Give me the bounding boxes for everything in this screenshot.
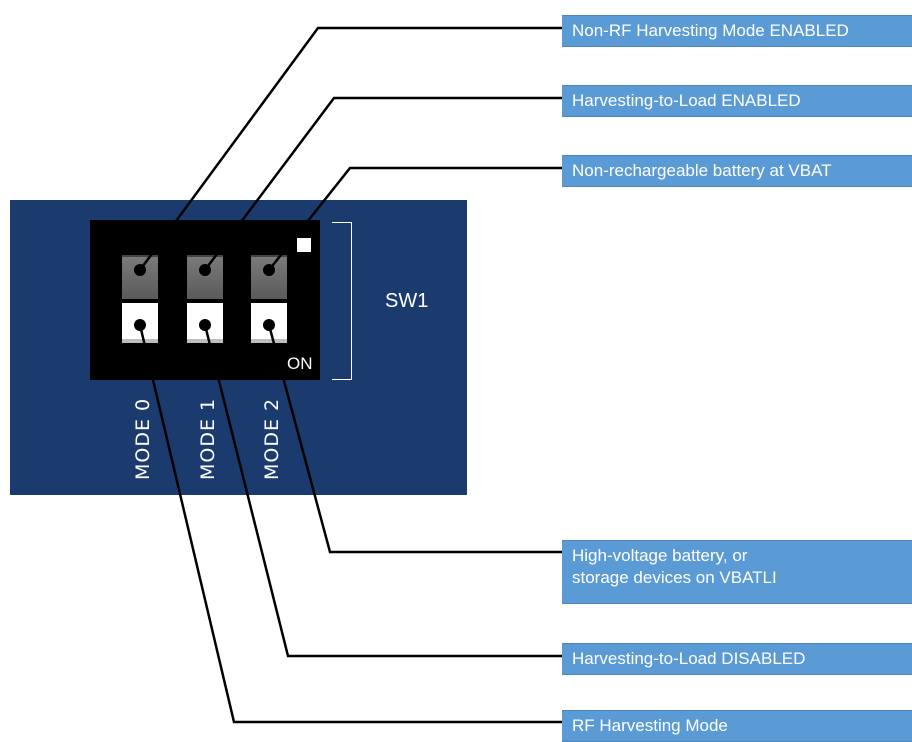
- callout-mode0-on: RF Harvesting Mode: [562, 710, 912, 742]
- dot-mode2-top: [263, 264, 275, 276]
- callout-mode2-on: High-voltage battery, or storage devices…: [562, 540, 912, 604]
- callout-mode2-on-line2: storage devices on VBATLI: [572, 568, 777, 587]
- dot-mode0-bottom: [134, 319, 146, 331]
- leader-mode2-on: [267, 324, 562, 554]
- callout-mode1-on: Harvesting-to-Load DISABLED: [562, 643, 912, 675]
- leader-mode1-off: [204, 96, 562, 271]
- sw1-bracket: [332, 222, 352, 380]
- dot-mode1-top: [199, 264, 211, 276]
- dip-switch-2-top: [251, 255, 287, 299]
- callout-mode0-off: Non-RF Harvesting Mode ENABLED: [562, 15, 912, 47]
- callout-mode2-on-line1: High-voltage battery, or: [572, 546, 748, 565]
- pin1-marker: [297, 238, 311, 252]
- dot-mode2-bottom: [263, 319, 275, 331]
- leader-mode0-off: [138, 26, 562, 271]
- leader-mode1-on: [203, 324, 562, 658]
- leader-mode2-off: [268, 166, 562, 271]
- dip-switch-2[interactable]: [251, 0, 287, 741]
- callout-mode2-off: Non-rechargeable battery at VBAT: [562, 155, 912, 187]
- on-label: ON: [287, 354, 313, 373]
- dip-switch-1[interactable]: [187, 0, 223, 741]
- dip-switch-0-top: [122, 255, 158, 299]
- leader-mode0-on: [138, 324, 562, 724]
- callout-mode1-off: Harvesting-to-Load ENABLED: [562, 85, 912, 117]
- dip-switch-body: [90, 220, 320, 380]
- dip-switch-1-top: [187, 255, 223, 299]
- dip-switch-2-bottom: [251, 303, 287, 343]
- sw1-label: SW1: [385, 290, 429, 312]
- dot-mode1-bottom: [199, 319, 211, 331]
- dot-mode0-top: [134, 264, 146, 276]
